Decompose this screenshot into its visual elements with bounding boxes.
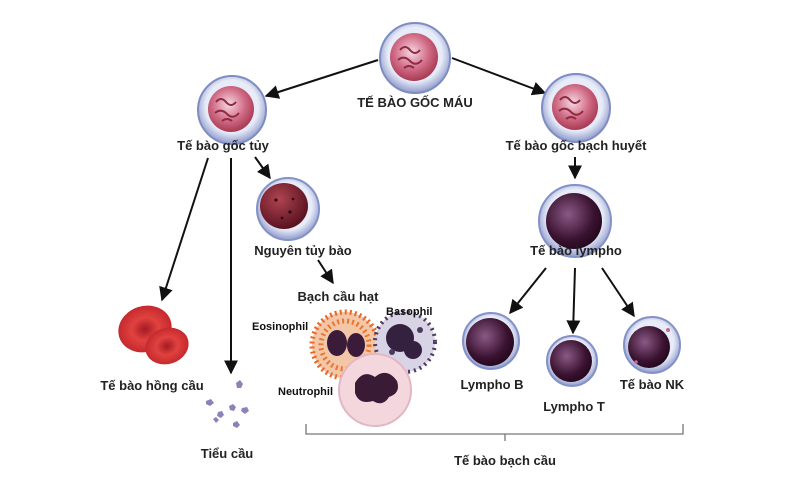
- white-blood-cells-label: Tế bào bạch cầu: [454, 453, 556, 468]
- neutrophil-image: [338, 353, 412, 427]
- nk-cell-label: Tế bào NK: [619, 377, 685, 392]
- myeloblast-label: Nguyên tủy bào: [254, 243, 352, 258]
- neutrophil-label: Neutrophil: [278, 386, 333, 398]
- basophil-label: Basophil: [386, 306, 433, 318]
- arrow-lymphocyte-to-t: [566, 267, 581, 335]
- lympho-b-label: Lympho B: [460, 377, 524, 392]
- granulocytes-image: [309, 309, 437, 427]
- nk-cell-image: [623, 316, 681, 374]
- arrow-lymphocyte-to-b: [509, 267, 547, 315]
- stem-cell-image: [379, 22, 451, 94]
- lymphocyte-image: [538, 184, 612, 258]
- arrow-stem-to-lymphoid: [451, 57, 547, 96]
- arrow-myeloid-to-myeloblast: [254, 156, 271, 180]
- myeloblast-image: [256, 177, 320, 241]
- red-blood-cell-label: Tế bào hồng cầu: [100, 378, 204, 393]
- red-blood-cell-image: [118, 305, 189, 365]
- arrow-myeloblast-to-granulocytes: [317, 259, 334, 285]
- lympho-b-image: [462, 312, 520, 370]
- platelets-image: [206, 380, 249, 428]
- myeloid-stem-cell-image: [197, 75, 267, 145]
- granulocytes-label: Bạch cầu hạt: [297, 289, 379, 304]
- platelets-label: Tiểu cầu: [200, 446, 254, 461]
- arrow-lymphocyte-to-nk: [601, 267, 635, 318]
- stem-cell-label: TẾ BÀO GỐC MÁU: [357, 95, 473, 110]
- arrow-myeloid-to-redcell: [159, 157, 209, 302]
- eosinophil-label: Eosinophil: [252, 321, 309, 333]
- lympho-t-label: Lympho T: [543, 399, 605, 414]
- lymphoid-stem-cell-label: Tế bào gốc bạch huyết: [505, 138, 647, 153]
- lympho-t-image: [546, 335, 598, 387]
- lymphocyte-label: Tế bào lympho: [530, 243, 622, 258]
- flow-arrows: [159, 57, 635, 375]
- myeloid-stem-cell-label: Tế bào gốc tủy: [177, 138, 269, 153]
- arrow-stem-to-myeloid: [264, 59, 379, 99]
- lymphoid-stem-cell-image: [541, 73, 611, 143]
- white-blood-cells-bracket: [305, 424, 684, 441]
